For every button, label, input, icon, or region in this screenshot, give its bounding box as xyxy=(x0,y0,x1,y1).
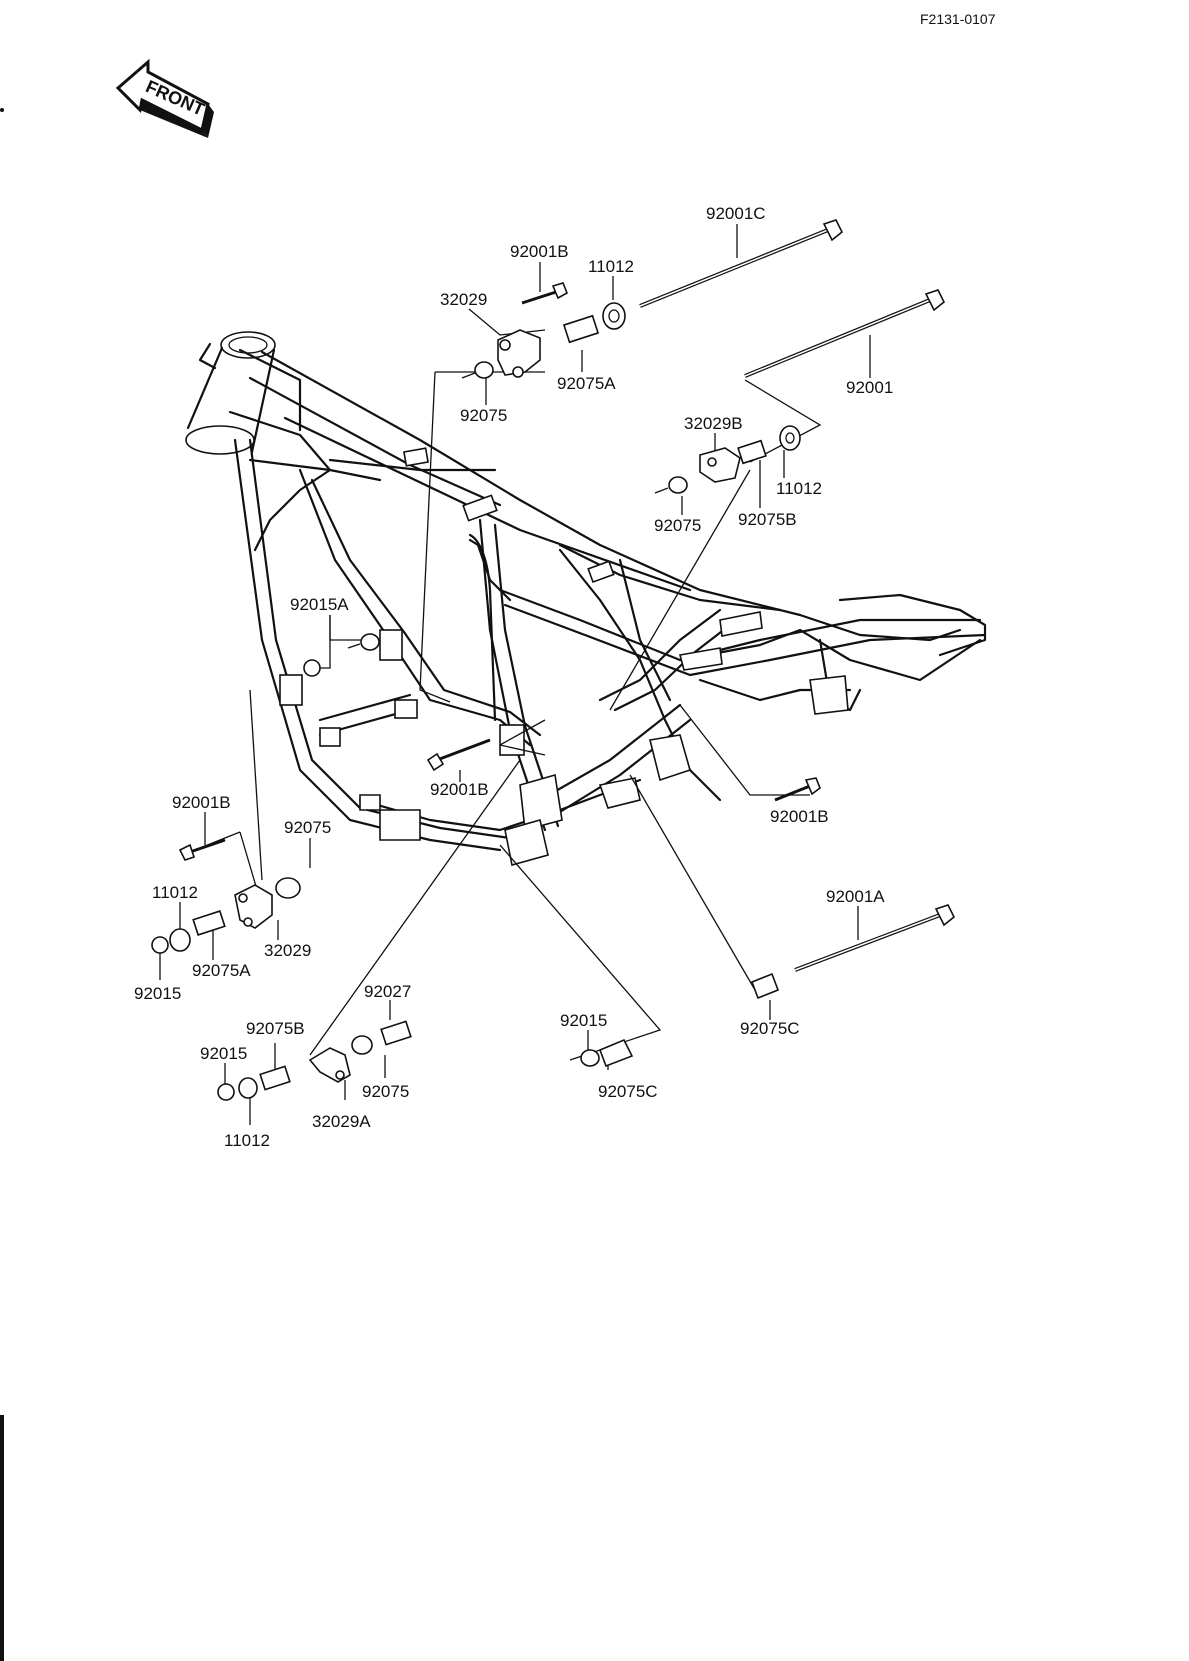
center-lower-assembly xyxy=(580,1038,634,1068)
bolt-92001b-mid xyxy=(426,738,491,772)
callout-92075-bottom: 92075 xyxy=(362,1082,409,1101)
steering-head xyxy=(185,331,276,455)
callout-92001b-left: 92001B xyxy=(172,793,231,812)
callout-92075b-right: 92075B xyxy=(738,510,797,529)
callout-92075-right: 92075 xyxy=(654,516,701,535)
bushing-92075c-right xyxy=(750,972,780,1000)
callout-92075c-center: 92075C xyxy=(598,1082,658,1101)
callout-92015a: 92015A xyxy=(290,595,349,614)
callout-92001: 92001 xyxy=(846,378,893,397)
callout-92001a: 92001A xyxy=(826,887,885,906)
callout-92001b-mid: 92001B xyxy=(430,780,489,799)
callout-92075a-top: 92075A xyxy=(557,374,616,393)
drawing-code: F2131-0107 xyxy=(920,11,996,27)
callout-32029-left: 32029 xyxy=(264,941,311,960)
leader-lines xyxy=(159,224,871,1125)
bolt-92001 xyxy=(744,289,946,378)
nut-92015a xyxy=(303,633,380,677)
callout-92001b-top: 92001B xyxy=(510,242,569,261)
bolt-92001a xyxy=(794,904,956,972)
callout-92075b-bottom: 92075B xyxy=(246,1019,305,1038)
callout-32029a: 32029A xyxy=(312,1112,371,1131)
callout-92015-center: 92015 xyxy=(560,1011,607,1030)
callout-92075-left: 92075 xyxy=(284,818,331,837)
callout-11012-right: 11012 xyxy=(776,479,822,498)
callout-32029-top: 32029 xyxy=(440,290,487,309)
callout-92027: 92027 xyxy=(364,982,411,1001)
right-mount-assembly xyxy=(654,425,801,494)
left-mount-assembly xyxy=(151,838,301,954)
callout-32029b: 32029B xyxy=(684,414,743,433)
callout-92075a-left: 92075A xyxy=(192,961,251,980)
callout-92015-bottom: 92015 xyxy=(200,1044,247,1063)
callout-92001b-right: 92001B xyxy=(770,807,829,826)
bolt-92001c xyxy=(639,219,844,308)
callout-11012-left: 11012 xyxy=(152,883,198,902)
callout-92075-top: 92075 xyxy=(460,406,507,425)
bolt-92001b-right xyxy=(774,777,821,802)
callout-11012-top: 11012 xyxy=(588,257,634,276)
top-mount-assembly xyxy=(461,282,626,379)
callout-labels: 92001C 92001B 11012 32029 92075A 92075 9… xyxy=(134,204,893,1150)
motorcycle-frame xyxy=(185,331,987,867)
callout-11012-bottom: 11012 xyxy=(224,1131,270,1150)
callout-92015-left: 92015 xyxy=(134,984,181,1003)
left-edge-mark xyxy=(0,1415,4,1661)
bottom-mount-assembly xyxy=(217,1020,412,1101)
callout-92075c-right: 92075C xyxy=(740,1019,800,1038)
front-arrow-icon: FRONT xyxy=(115,58,214,138)
scan-dot xyxy=(0,108,4,112)
callout-92001c: 92001C xyxy=(706,204,766,223)
